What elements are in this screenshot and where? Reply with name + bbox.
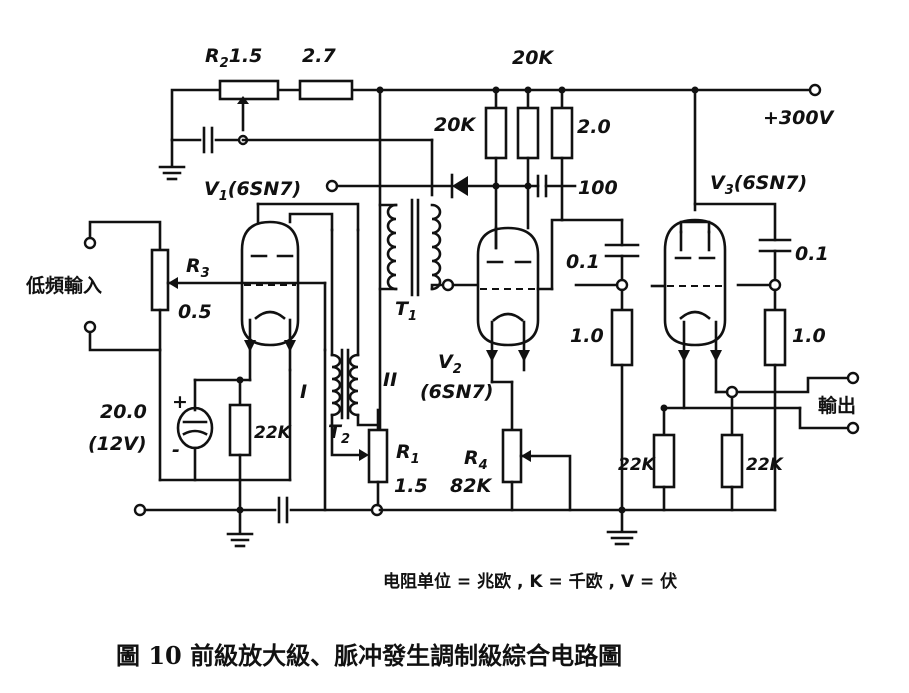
label-r3: R3 <box>186 255 210 281</box>
tube-v3 <box>650 218 727 410</box>
label-output: 輸出 <box>818 394 856 417</box>
resistor-22k-v1 <box>228 376 252 482</box>
label-12v: (12V) <box>88 433 147 455</box>
label-20k-left: 20K <box>434 114 476 136</box>
resistor-r3 <box>83 220 327 482</box>
label-winding-1: I <box>300 381 307 403</box>
label-1-0-b: 1.0 <box>792 325 826 347</box>
label-t2: T2 <box>328 421 350 447</box>
figure-caption: 圖 10 前級放大級、脈冲發生調制級綜合电路圖 <box>116 641 622 670</box>
resistor-r2 <box>218 79 280 132</box>
label-22k-v1: 22K <box>254 423 293 443</box>
transformer-t1 <box>378 198 478 297</box>
label-2-0: 2.0 <box>577 116 611 138</box>
resistor-22k-v3-b <box>714 376 850 512</box>
ground-center <box>606 506 638 546</box>
label-minus: - <box>172 439 180 461</box>
diode-line <box>325 173 577 199</box>
label-cap-0-1-a: 0.1 <box>566 251 600 273</box>
label-t1: T1 <box>395 298 417 324</box>
unit-note: 电阻单位 = 兆欧 , K = 千欧 , V = 伏 <box>383 571 677 592</box>
label-r4: R4 <box>464 447 488 473</box>
resistor-2-7 <box>298 79 354 101</box>
label-1-0-a: 1.0 <box>570 325 604 347</box>
label-r4-val: 82K <box>450 475 492 497</box>
label-2-7: 2.7 <box>302 45 336 67</box>
label-r3-val: 0.5 <box>178 301 212 323</box>
resistor-r1 <box>359 408 389 507</box>
label-input: 低頻輸入 <box>25 274 102 297</box>
label-v1: V1(6SN7) <box>204 178 301 204</box>
bottom-cap-line <box>133 478 384 548</box>
resistor-2-0 <box>550 86 574 222</box>
supply-rail <box>170 83 822 142</box>
output-terminals <box>798 371 860 435</box>
label-v3: V3(6SN7) <box>710 172 807 198</box>
label-cap-20: 20.0 <box>100 401 147 423</box>
label-cap-0-1-b: 0.1 <box>795 243 829 265</box>
label-winding-2: II <box>383 369 397 391</box>
label-v2-type: (6SN7) <box>420 381 493 403</box>
label-cap-100: 100 <box>578 177 618 199</box>
label-r2: R21.5 <box>205 45 262 71</box>
cap-0-1-b <box>736 238 792 512</box>
label-22k-v3-b: 22K <box>746 455 785 475</box>
label-v2: V2 <box>438 351 462 377</box>
label-22k-v3-a: 22K <box>618 455 657 475</box>
label-r1-val: 1.5 <box>394 475 428 497</box>
wire-v3-plate <box>560 86 777 247</box>
label-plus: + <box>172 391 188 413</box>
label-r1: R1 <box>396 441 420 467</box>
tube-v1 <box>240 202 360 382</box>
ground-cap-left <box>158 126 249 181</box>
cap-0-1-a <box>574 243 640 532</box>
label-20k-top: 20K <box>512 47 554 69</box>
resistor-20k-mid <box>516 86 540 188</box>
label-supply: +300V <box>763 107 835 129</box>
transformer-t2 <box>323 228 380 512</box>
tube-v2 <box>476 184 564 384</box>
supply-terminal <box>808 83 822 97</box>
resistor-r4 <box>378 380 777 512</box>
resistor-20k-left <box>484 86 508 250</box>
